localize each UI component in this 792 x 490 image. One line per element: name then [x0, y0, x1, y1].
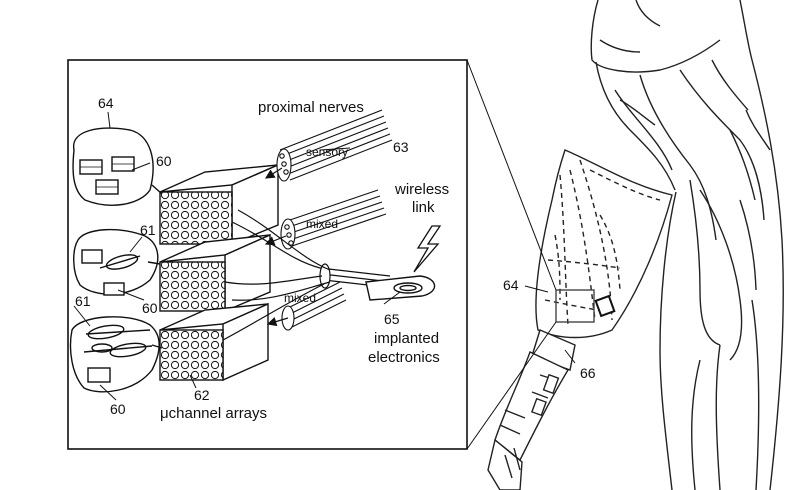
- label-proximal-nerves: proximal nerves: [258, 99, 364, 116]
- arm-outline-icon: [590, 0, 784, 490]
- label-implanted: implanted: [374, 330, 439, 347]
- detail-bubble-middle: [73, 228, 161, 296]
- label-channel-arrays: μchannel arrays: [160, 405, 267, 422]
- signal-arrows: [264, 167, 289, 327]
- numeral-61-a: 61: [140, 222, 156, 238]
- numeral-65: 65: [384, 311, 400, 327]
- channel-array-block-2: [159, 233, 271, 313]
- numeral-66: 66: [580, 365, 596, 381]
- numeral-leaders: [73, 111, 576, 401]
- numeral-64-top: 64: [98, 95, 114, 111]
- lightning-bolt-icon: [413, 225, 442, 273]
- prosthetic-hand-icon: [487, 329, 576, 490]
- numeral-60-c: 60: [110, 401, 126, 417]
- numeral-63: 63: [393, 139, 409, 155]
- label-link: link: [412, 199, 435, 216]
- label-wireless: wireless: [394, 181, 449, 198]
- nerve-bundle-sensory-icon: [276, 109, 393, 182]
- label-electronics: electronics: [368, 349, 440, 366]
- inset-leader-bottom: [466, 321, 557, 450]
- label-mixed-bottom: mixed: [284, 291, 316, 305]
- numeral-64-arm: 64: [503, 277, 519, 293]
- numeral-61-b: 61: [75, 293, 91, 309]
- channel-array-block-3: [159, 302, 269, 382]
- detail-bubble-top: [72, 127, 163, 206]
- label-sensory: sensory: [306, 145, 348, 159]
- label-mixed-top: mixed: [306, 217, 338, 231]
- prosthetic-socket: [535, 149, 673, 339]
- implanted-electronics-pad: [365, 275, 436, 301]
- numeral-60-a: 60: [156, 153, 172, 169]
- detail-bubble-bottom: [69, 316, 163, 393]
- numeral-60-b: 60: [142, 300, 158, 316]
- cable-bundle: [222, 209, 395, 341]
- numeral-62: 62: [194, 387, 210, 403]
- inset-leader-top: [466, 59, 557, 291]
